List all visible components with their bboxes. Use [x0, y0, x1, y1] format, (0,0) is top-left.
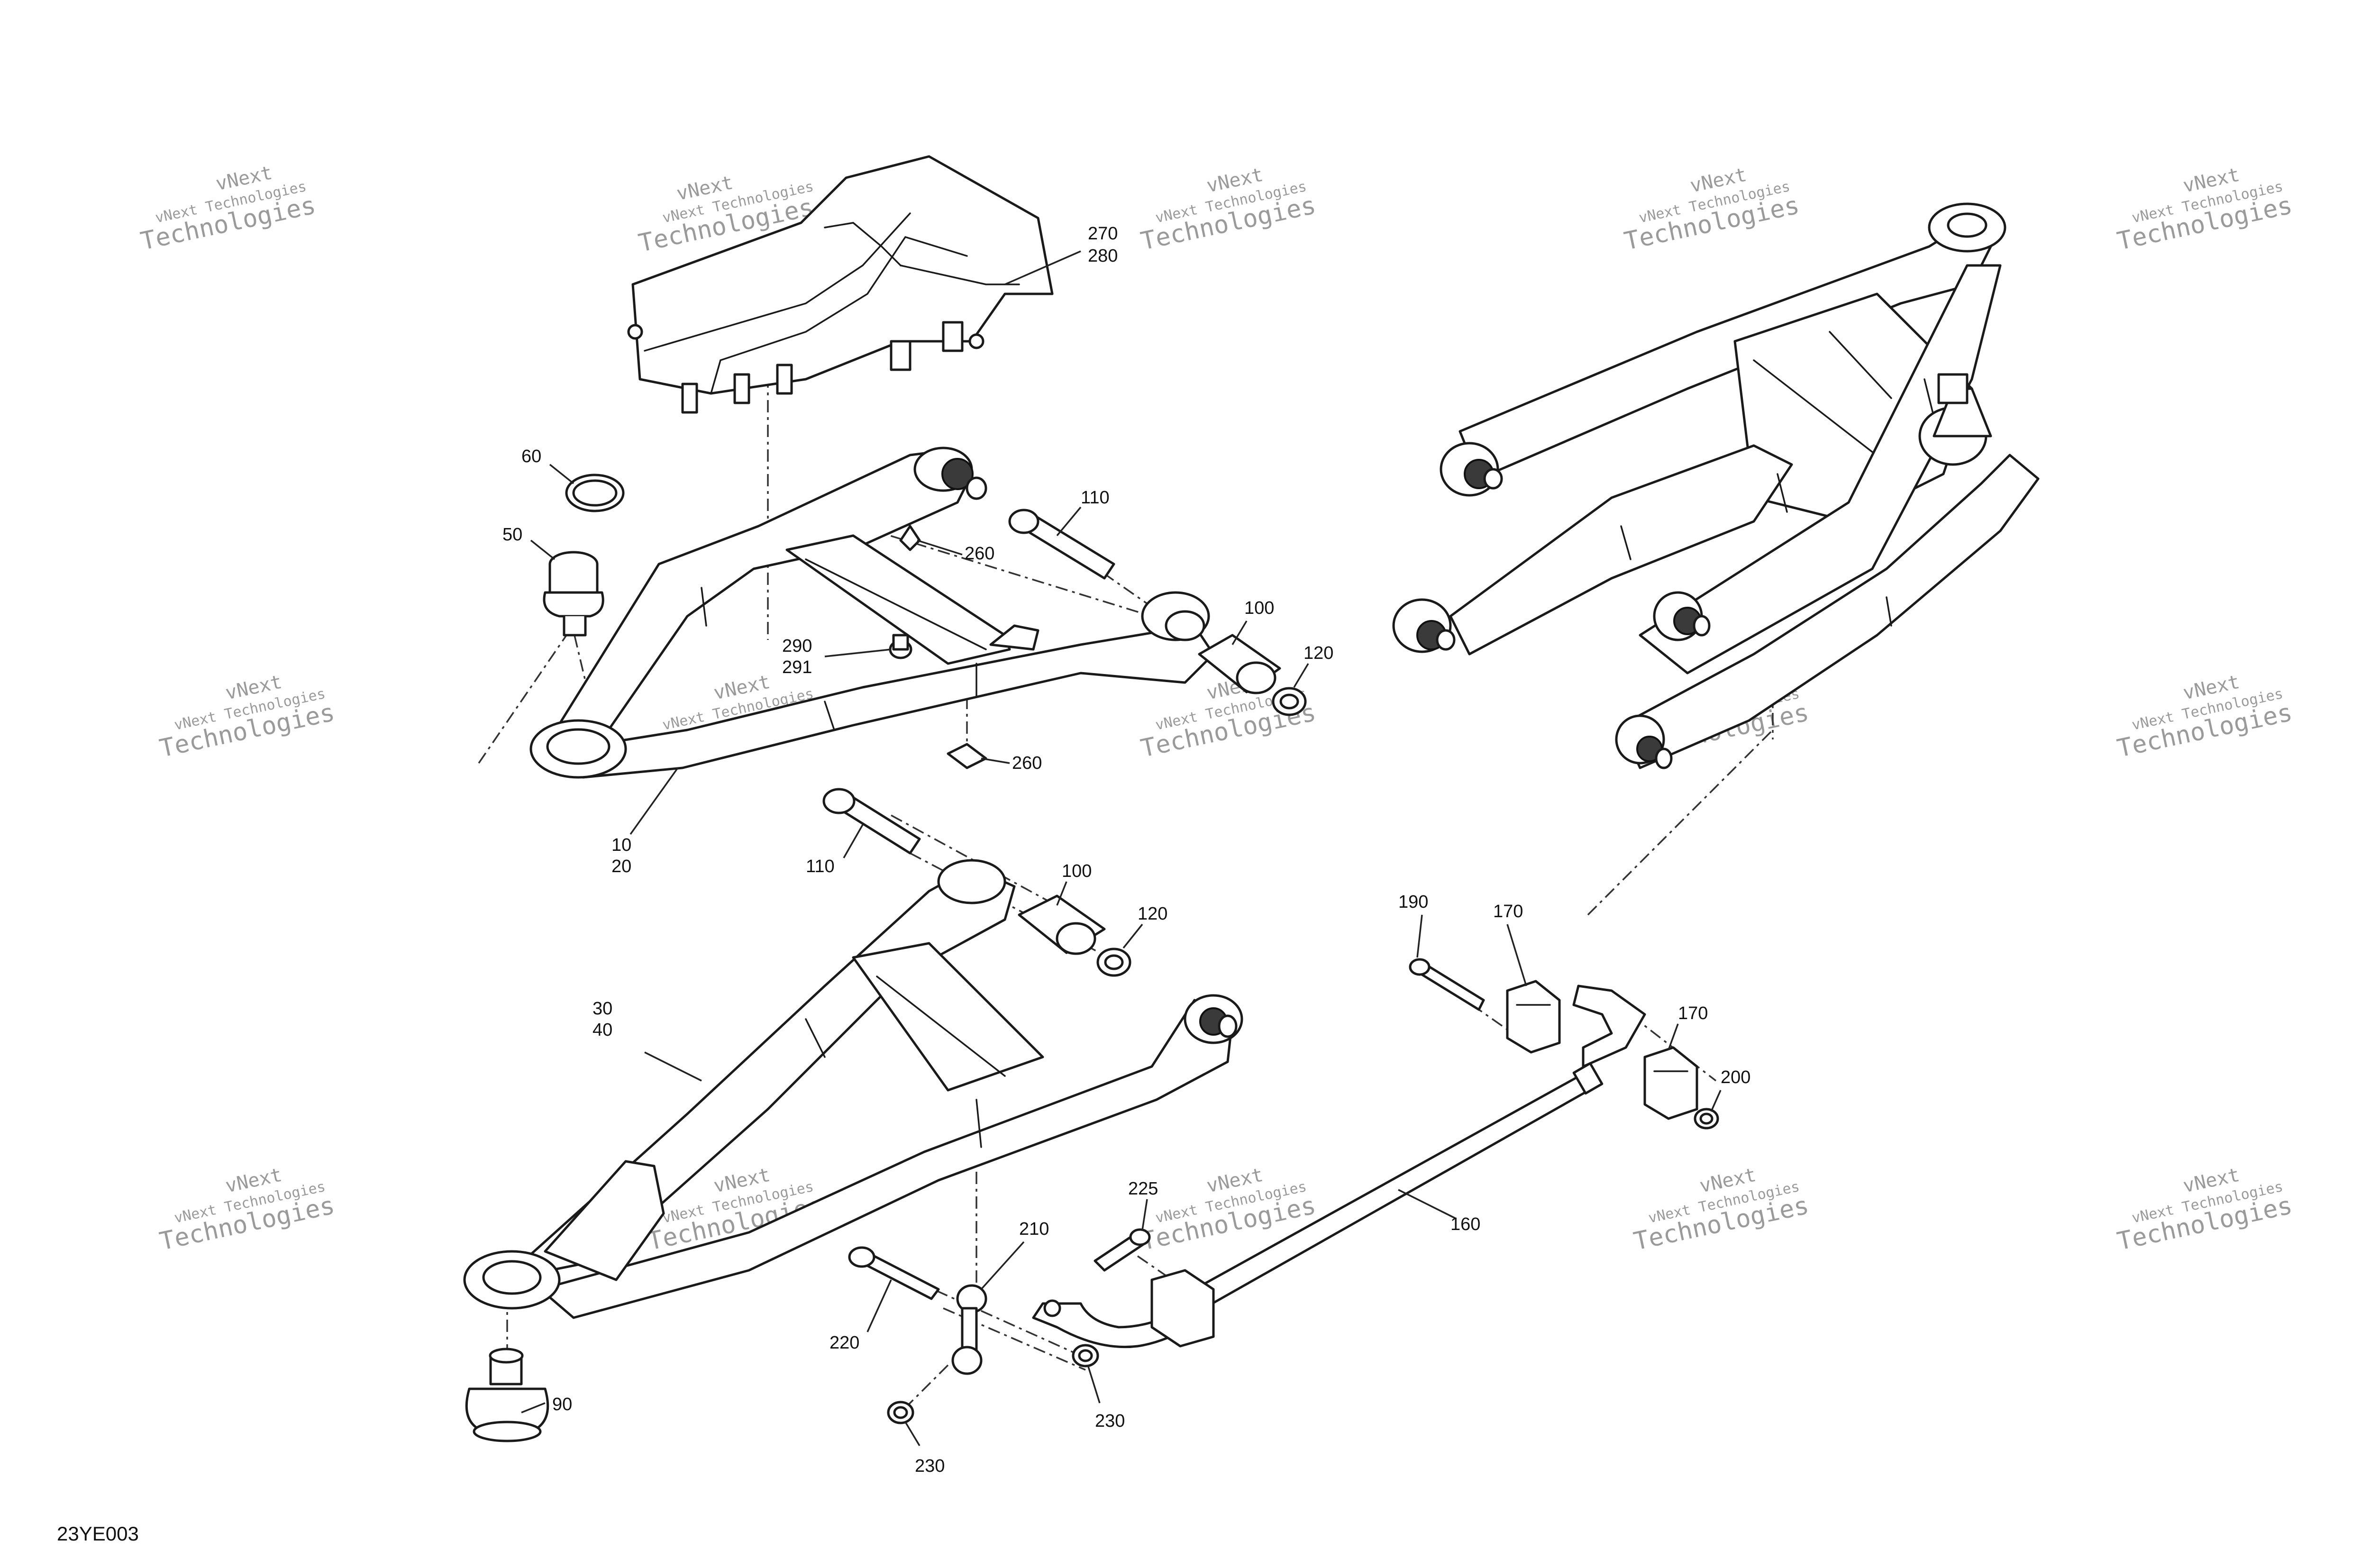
- bolt-225: [1094, 1228, 1151, 1272]
- callout-30: 30: [592, 999, 612, 1019]
- nut-200: [1694, 1108, 1719, 1130]
- bolt-190: [1409, 958, 1485, 1011]
- callout-280: 280: [1088, 246, 1118, 266]
- skid-plate-270-280: [627, 155, 1054, 414]
- plug-290-291: [889, 634, 912, 659]
- nut-120-lower: [1096, 948, 1131, 977]
- callouts: 270 280 60 50 110 260 290 291 100 120 26…: [502, 224, 1750, 1476]
- ball-joint-90: [465, 1348, 549, 1442]
- ball-joint-50: [543, 551, 604, 637]
- bushing-100-upper: [1198, 634, 1281, 694]
- bolt-110-lower: [822, 788, 921, 855]
- callout-100-lower: 100: [1062, 861, 1092, 881]
- clip-260-lower: [947, 743, 987, 769]
- watermark-1: vNext Technologies vNext Technologies: [138, 162, 318, 256]
- callout-110-lower: 110: [806, 857, 835, 876]
- callout-10: 10: [611, 835, 631, 855]
- sway-bar-160: [1032, 985, 1646, 1349]
- callout-170-lower: 170: [1678, 1003, 1708, 1023]
- nut-120-upper: [1272, 687, 1307, 716]
- bolt-110-upper: [1008, 509, 1115, 580]
- bracket-sway-bar-bottom: [1150, 1269, 1215, 1348]
- watermark-6: vNext Technologies vNext Technologies: [157, 671, 337, 763]
- callout-291: 291: [782, 657, 812, 677]
- callout-110-upper: 110: [1081, 488, 1110, 508]
- callout-160: 160: [1450, 1214, 1480, 1234]
- watermark-4: vNext Technologies vNext Technologies: [1622, 164, 1802, 256]
- watermark-14: vNext Technologies vNext Technologies: [1631, 1164, 1811, 1256]
- watermark-11: vNext Technologies vNext Technologies: [157, 1164, 337, 1256]
- callout-100-upper: 100: [1244, 598, 1274, 618]
- callout-260-upper: 260: [965, 544, 994, 564]
- callout-225: 225: [1128, 1179, 1158, 1199]
- drawing-reference: 23YE003: [57, 1522, 139, 1545]
- callout-120-lower: 120: [1138, 904, 1167, 924]
- callout-230-lower: 230: [915, 1456, 945, 1476]
- callout-290: 290: [782, 636, 812, 656]
- link-210: [951, 1284, 987, 1375]
- callout-260-lower: 260: [1012, 753, 1042, 773]
- clip-260-upper: [899, 525, 921, 551]
- bushing-100-lower: [1018, 894, 1106, 955]
- callout-60: 60: [521, 447, 541, 466]
- leader-lines: [521, 250, 1722, 1446]
- watermark-15: vNext Technologies vNext Technologies: [2115, 1164, 2295, 1256]
- callout-50: 50: [502, 525, 522, 545]
- assembled-arms-view: [1392, 202, 2040, 769]
- callout-230-upper: 230: [1095, 1411, 1125, 1431]
- circlip-60: [565, 474, 625, 512]
- bolt-220: [848, 1246, 940, 1300]
- callout-200: 200: [1721, 1067, 1750, 1087]
- watermark-3: vNext Technologies vNext Technologies: [1138, 164, 1318, 256]
- callout-190: 190: [1398, 892, 1428, 912]
- bracket-170-lower: [1643, 1046, 1698, 1120]
- nut-230-upper: [1072, 1344, 1099, 1367]
- callout-270: 270: [1088, 224, 1118, 244]
- callout-40: 40: [592, 1020, 612, 1040]
- callout-120-upper: 120: [1304, 643, 1333, 663]
- bracket-170-upper: [1506, 980, 1561, 1054]
- callout-90: 90: [552, 1395, 572, 1414]
- nut-230-lower: [887, 1401, 914, 1424]
- upper-a-arm-10-20: [529, 447, 1215, 779]
- watermark-5: vNext Technologies vNext Technologies: [2115, 164, 2295, 256]
- callout-220: 220: [830, 1333, 859, 1353]
- callout-170-upper: 170: [1493, 902, 1523, 921]
- callout-210: 210: [1019, 1219, 1049, 1239]
- callout-20: 20: [611, 857, 631, 876]
- lower-a-arm-30-40: [463, 859, 1243, 1319]
- watermark-10: vNext Technologies vNext Technologies: [2115, 671, 2295, 763]
